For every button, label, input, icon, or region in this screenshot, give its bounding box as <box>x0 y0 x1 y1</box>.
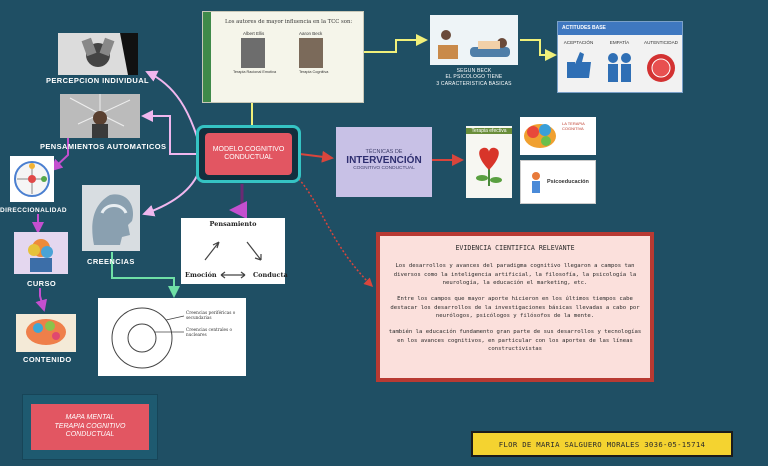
ellis-caption: Terapia Racional Emotiva <box>233 70 277 74</box>
creencias-image <box>82 185 140 251</box>
actitudes-panel: ACTITUDES BASE ACEPTACIÓN EMPATÍA AUTENT… <box>557 21 683 93</box>
head-profile-icon <box>82 185 140 251</box>
percepcion-label: PERCEPCION INDIVIDUAL <box>46 76 149 85</box>
concentric-circles-icon <box>111 307 185 369</box>
beck-image <box>430 15 518 65</box>
arrow-to-contenido <box>35 288 48 312</box>
tecnicas-line1: TÉCNICAS DE <box>365 149 403 155</box>
contenido-image <box>16 314 76 352</box>
colorful-brain-icon <box>524 124 556 148</box>
thumbs-up-icon <box>567 52 591 78</box>
ellis-photo <box>241 38 265 68</box>
triangle-arrows-icon <box>204 241 262 279</box>
thinking-person-icon <box>60 94 140 138</box>
creencias-label: CREENCIAS <box>87 257 135 266</box>
autores-title: Los autores de mayor influencia en la TC… <box>225 19 353 25</box>
arrow-to-percepcion <box>145 70 202 151</box>
evidencia-paragraph-2: Entre los campos que mayor aporte hicier… <box>390 295 640 320</box>
arrow-to-creencias <box>142 164 202 217</box>
arrow-to-actitudes <box>520 39 557 61</box>
tecnicas-line3: COGNITIVO CONDUCTUAL <box>353 166 415 171</box>
tecnicas-panel: TÉCNICAS DE INTERVENCIÓN COGNITIVO CONDU… <box>336 127 432 197</box>
beck-caption-line3: 3 CARACTERISTICA BASICAS <box>436 80 512 87</box>
autores-green-bar <box>203 12 211 102</box>
evidencia-title: EVIDENCIA CIENTIFICA RELEVANTE <box>455 244 575 252</box>
person-figure-icon <box>532 172 540 193</box>
arrow-to-triangle <box>229 184 247 219</box>
mini-book-title: LA TERAPIA COGNITIVA <box>562 121 585 132</box>
actitudes-header: ACTITUDES BASE <box>558 22 682 35</box>
hands-face-icon <box>58 33 138 75</box>
evidencia-panel: EVIDENCIA CIENTIFICA RELEVANTE Los desar… <box>376 232 654 382</box>
triangle-left-label: Emoción <box>185 271 217 279</box>
triangle-top-label: Pensamiento <box>209 220 257 228</box>
book-title: Terapia efectiva <box>466 128 512 134</box>
heart-plant-icon <box>476 147 502 186</box>
beck-caption: Terapia Cognitiva <box>299 70 329 74</box>
outer-belief-label: Creencias periféricas o secundarias <box>186 310 236 321</box>
author-box: FLOR DE MARIA SALGUERO MORALES 3036-05-1… <box>471 431 733 457</box>
beck-caption-line2: EL PSICOLOGO TIENE <box>445 74 503 81</box>
beck-caption-block: SEGUN BECK EL PSICOLOGO TIENE 3 CARACTER… <box>428 68 520 87</box>
actitudes-col3: AUTENTICIDAD <box>644 40 678 45</box>
psicoeducacion-card: Psicoeducación <box>520 160 596 204</box>
direccionalidad-label: DIRECCIONALIDAD <box>0 207 68 214</box>
beck-name: Aaron Beck <box>299 31 323 36</box>
arrow-to-tecnicas <box>299 150 334 163</box>
evidencia-paragraph-3: también la educación fundamento gran par… <box>388 328 642 353</box>
tecnicas-line2: INTERVENCIÓN <box>346 155 422 166</box>
triangle-right-label: Conducta <box>253 271 288 279</box>
curso-label: CURSO <box>27 279 57 288</box>
evidencia-paragraph-1: Los desarrollos y avances del paradigma … <box>393 263 637 287</box>
therapy-session-icon <box>430 15 518 65</box>
colorful-head-icon <box>16 314 76 352</box>
thought-triangle-card: Pensamiento Emoción Conducta <box>181 218 288 284</box>
people-icon <box>608 53 631 82</box>
psicoeducacion-label: Psicoeducación <box>547 179 589 185</box>
beck-photo <box>299 38 323 68</box>
terapia-efectiva-book: Terapia efectiva <box>466 126 512 198</box>
direccionalidad-image <box>10 156 54 202</box>
seal-icon <box>647 54 675 82</box>
contenido-label: CONTENIDO <box>23 355 72 364</box>
beliefs-circles-card: Creencias periféricas o secundarias Cree… <box>98 298 246 376</box>
compass-icon <box>14 161 50 197</box>
arrow-to-pensamientos <box>141 110 198 155</box>
arrow-to-beck <box>363 34 428 53</box>
curso-image <box>14 232 68 274</box>
autores-panel: Los autores de mayor influencia en la TC… <box>202 11 364 103</box>
brain-color-icon <box>14 232 68 274</box>
arrow-to-evidencia <box>295 175 374 288</box>
arrow-to-circles <box>111 252 180 298</box>
actitudes-col1: ACEPTACIÓN <box>563 40 594 45</box>
percepcion-image <box>58 33 138 75</box>
ellis-name: Albert Ellis <box>243 31 265 36</box>
beck-caption-line1: SEGUN BECK <box>456 68 492 74</box>
terapia-cognitiva-book: LA TERAPIA COGNITIVA <box>520 117 596 155</box>
actitudes-col2: EMPATÍA <box>609 40 630 45</box>
pensamientos-image <box>60 94 140 138</box>
actitudes-icons <box>567 52 675 82</box>
pensamientos-label: PENSAMIENTOS AUTOMATICOS <box>40 142 167 151</box>
inner-belief-label: Creencias centrales o nucleares <box>186 327 233 338</box>
